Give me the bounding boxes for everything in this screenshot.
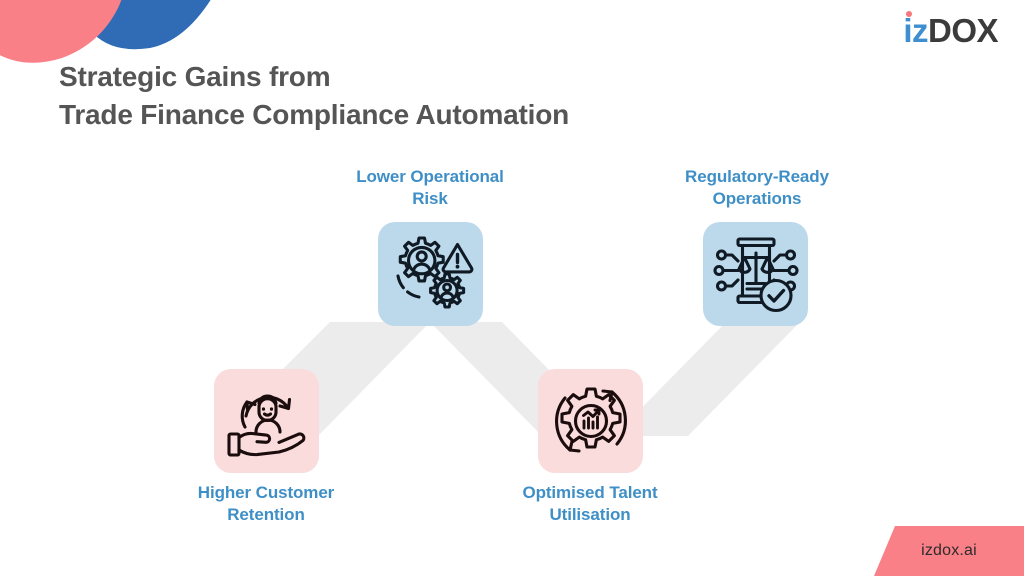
page-title-line-2: Trade Finance Compliance Automation: [59, 99, 570, 131]
node-label-optimised-talent-utilisation: Optimised Talent Utilisation: [490, 482, 690, 526]
icon-box-higher-customer-retention[interactable]: [214, 369, 319, 473]
page-title: Strategic Gains from Trade Finance Compl…: [59, 58, 569, 134]
person-body-small: [438, 291, 455, 299]
check-badge-icon: [758, 278, 793, 313]
person-shoulders: [253, 418, 282, 434]
swoosh-coral-shape: [0, 0, 122, 63]
icon-box-regulatory-ready-operations[interactable]: [703, 222, 808, 326]
izdox-logo: izDOX: [903, 11, 999, 49]
person-figure: [253, 394, 282, 434]
page-title-line-1: Strategic Gains from: [59, 61, 331, 92]
swoosh-blue-shape: [72, 0, 211, 50]
node-label-line-2: Retention: [227, 505, 305, 525]
logo-suffix-text: DOX: [927, 12, 999, 49]
warning-triangle-icon: [441, 242, 473, 274]
logo-dot-icon: [905, 11, 912, 17]
gear-bar-chart-cycle-icon: [554, 387, 627, 453]
node-label-line-1: Optimised Talent: [522, 483, 658, 502]
node-label-line-1: Regulatory-Ready: [685, 167, 829, 186]
justice-scales-circuit-check-icon: [712, 237, 799, 313]
hand-person-retention-arrows-icon: [226, 394, 305, 457]
icon-box-lower-operational-risk[interactable]: [378, 222, 483, 326]
node-label-line-1: Lower Operational: [356, 167, 504, 186]
node-label-regulatory-ready-operations: Regulatory-Ready Operations: [657, 166, 857, 210]
pillar-top: [735, 237, 776, 248]
person-head: [256, 397, 278, 422]
node-label-lower-operational-risk: Lower Operational Risk: [330, 166, 530, 210]
logo-prefix-text: iz: [903, 12, 928, 49]
node-label-line-2: Risk: [412, 189, 448, 209]
retention-arrows: [240, 395, 291, 429]
gear-large: [398, 236, 445, 283]
gears-people-warning-icon: [395, 236, 473, 309]
node-label-line-1: Higher Customer: [197, 483, 335, 502]
person-body-large: [411, 262, 431, 272]
person-head-small: [441, 282, 452, 293]
node-label-line-2: Operations: [712, 189, 802, 209]
gear-small: [428, 272, 465, 309]
person-hair: [256, 394, 278, 405]
bar-chart-glyph: [581, 408, 600, 430]
logo-prefix: iz: [903, 11, 928, 49]
node-label-higher-customer-retention: Higher Customer Retention: [166, 482, 366, 526]
open-hand: [226, 431, 305, 457]
icon-box-optimised-talent-utilisation[interactable]: [538, 369, 643, 473]
accent-arc: [395, 274, 421, 299]
banner-text: izdox.ai: [921, 542, 977, 559]
izdox-url-banner: izdox.ai: [874, 526, 1024, 576]
scales-of-justice: [736, 251, 775, 291]
node-label-line-2: Utilisation: [549, 505, 631, 525]
circuit-nodes-left: [712, 249, 740, 292]
person-head-large: [415, 250, 428, 263]
gear-outline: [559, 387, 622, 449]
